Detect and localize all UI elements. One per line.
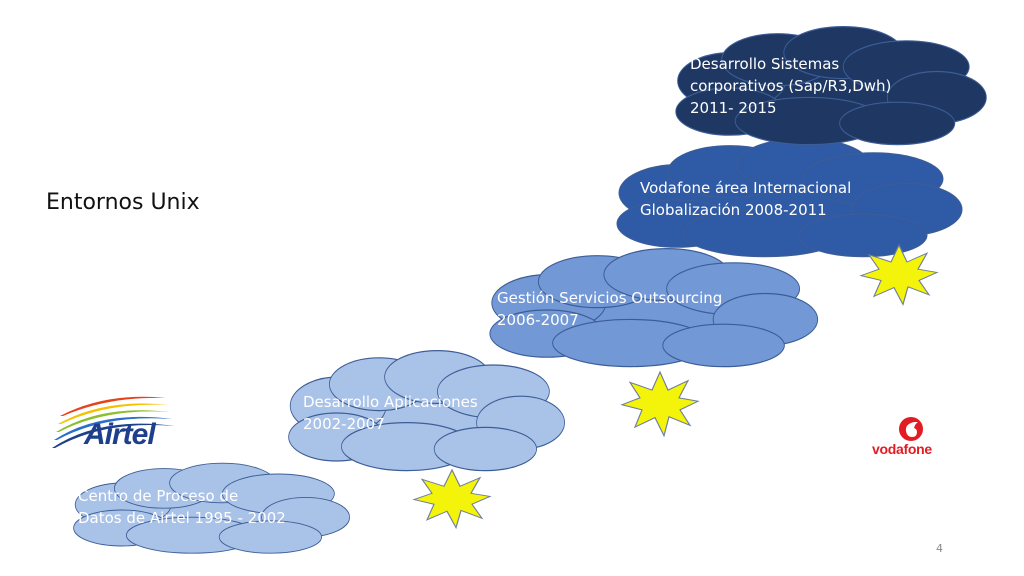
cloud-text-gestion-outsourcing: Gestión Servicios Outsourcing 2006-2007 [497,289,723,329]
slide-number: 4 [936,542,943,555]
cloud-text-vodafone-internacional: Vodafone área Internacional Globalizació… [640,179,852,219]
airtel-logo-text: Airtel [84,418,156,451]
vodafone-logo-mark [899,417,923,441]
cloud-text-desarrollo-aplicaciones: Desarrollo Aplicaciones 2002-2007 [303,393,478,433]
slide-title: Entornos Unix [46,190,200,215]
vodafone-logo-text: vodafone [872,441,932,457]
airtel-logo-swoosh [52,396,175,448]
starburst-1 [413,469,491,529]
starburst-2 [621,371,699,437]
cloud-text-sistemas-corporativos: Desarrollo Sistemas corporativos (Sap/R3… [690,55,892,117]
cloud-text-airtel-datacenter: Centro de Proceso de Datos de Airtel 199… [78,487,286,527]
